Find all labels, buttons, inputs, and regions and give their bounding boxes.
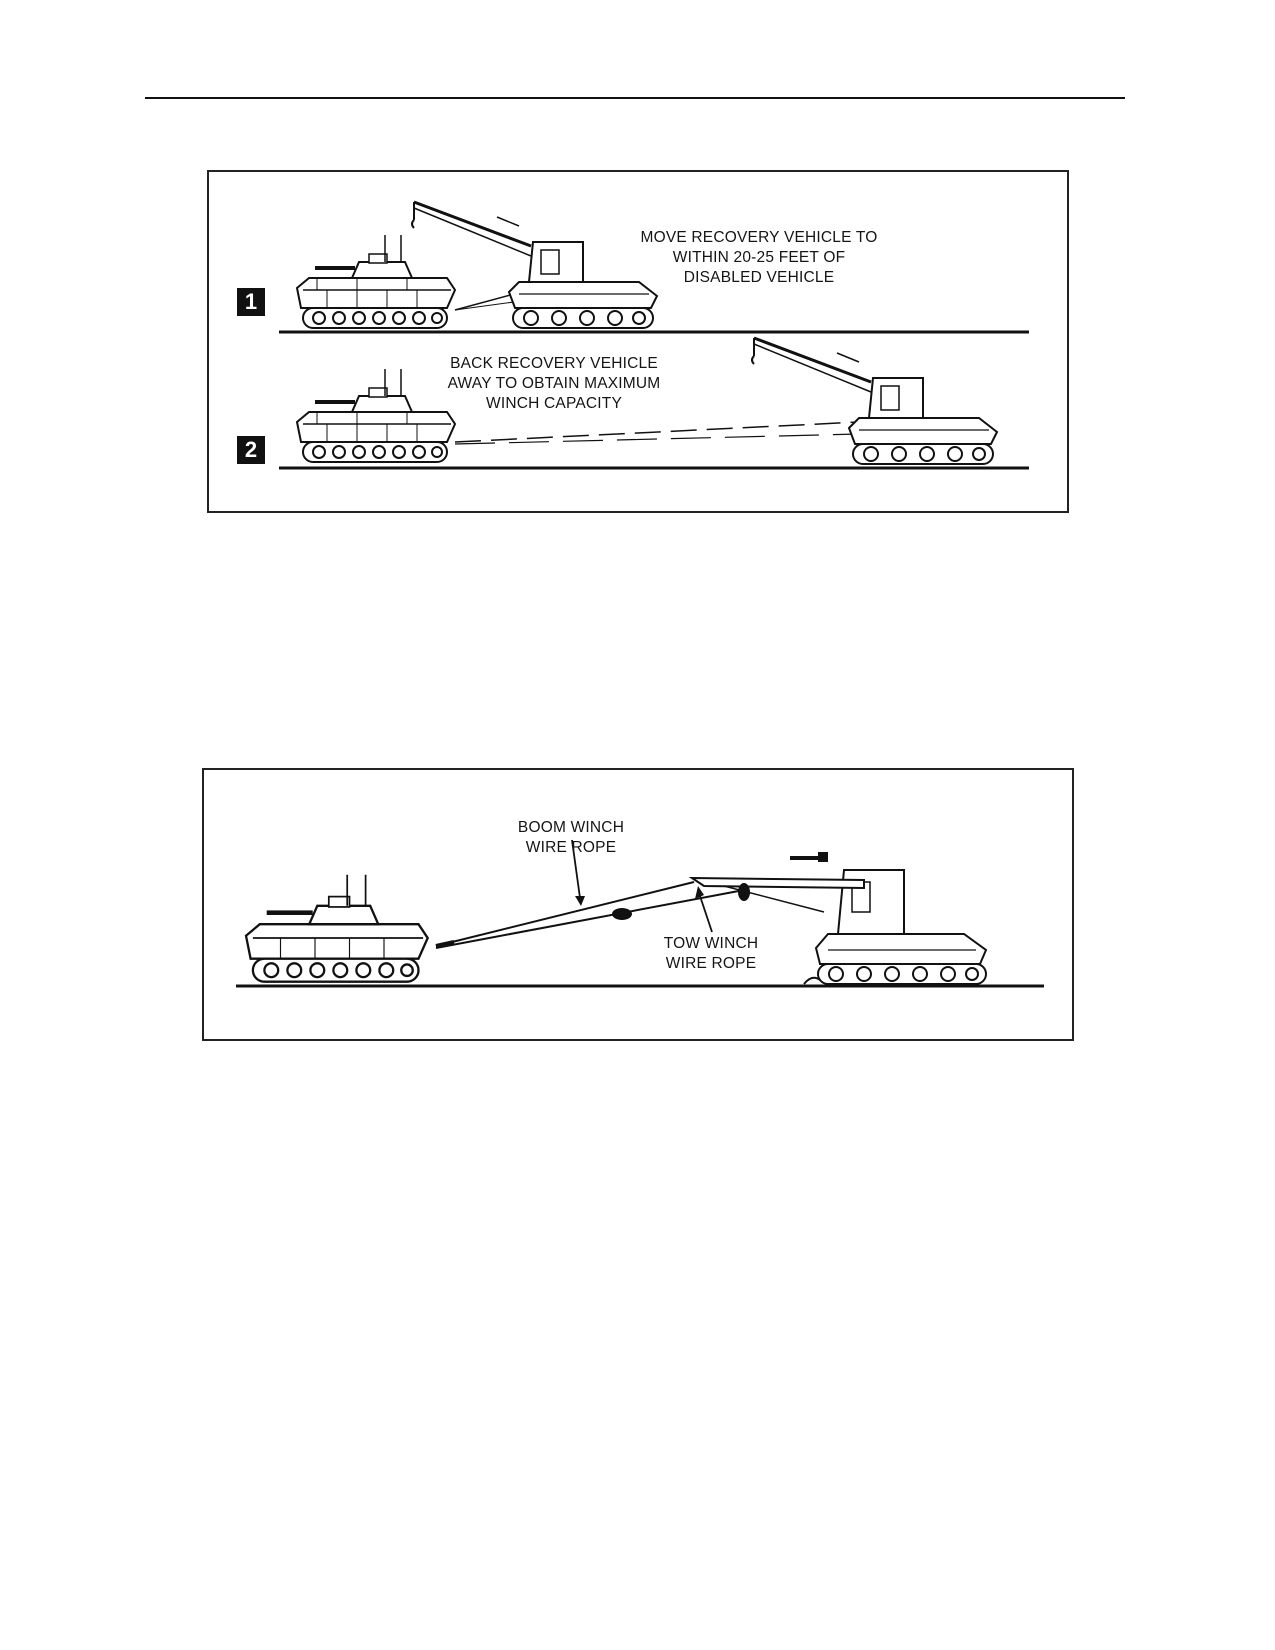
figure-winch-rigging-illustration [236, 839, 1044, 988]
boom-winch-label-line: WIRE ROPE [525, 839, 617, 856]
recovery-vehicle-step-1 [410, 200, 659, 330]
step-2-badge: 2 [237, 436, 265, 464]
figure-recovery-steps-illustration [279, 200, 1029, 470]
step-1-caption-line: WITHIN 20-25 FEET OF [672, 249, 846, 266]
tow-winch-label: TOW WINCH WIRE ROPE [636, 934, 786, 974]
boom-winch-label-line: BOOM WINCH [517, 819, 625, 836]
step-1-caption: MOVE RECOVERY VEHICLE TO WITHIN 20-25 FE… [629, 228, 889, 288]
header-rule [145, 97, 1125, 99]
recovery-vehicle-step-2 [750, 336, 999, 466]
tow-winch-callout-arrow [699, 895, 713, 933]
boom-winch-callout-arrow [571, 839, 581, 899]
step-2-caption-line: BACK RECOVERY VEHICLE [450, 355, 658, 372]
step-1-caption-line: MOVE RECOVERY VEHICLE TO [640, 229, 878, 246]
step-2-caption-line: WINCH CAPACITY [486, 395, 622, 412]
tow-winch-wire-rope [435, 889, 745, 949]
figure-recovery-steps: 1 MOVE RECOVERY VEHICLE TO WITHIN 20-25 … [207, 170, 1069, 513]
boom-winch-label: BOOM WINCH WIRE ROPE [496, 818, 646, 858]
tow-winch-label-line: WIRE ROPE [665, 955, 757, 972]
disabled-vehicle-step-1 [296, 234, 456, 329]
step-2-caption: BACK RECOVERY VEHICLE AWAY TO OBTAIN MAX… [434, 354, 674, 414]
step-1-caption-line: DISABLED VEHICLE [683, 269, 835, 286]
recovery-vehicle [688, 852, 988, 985]
step-1-badge: 1 [237, 288, 265, 316]
rope-block [612, 908, 632, 920]
boom-winch-wire-rope [435, 881, 695, 947]
disabled-vehicle-step-2 [296, 368, 456, 463]
tow-winch-label-line: TOW WINCH [663, 935, 759, 952]
figure-winch-rigging: BOOM WINCH WIRE ROPE TOW WINCH WIRE ROPE [202, 768, 1074, 1041]
disabled-vehicle [244, 874, 430, 983]
step-2-caption-line: AWAY TO OBTAIN MAXIMUM [447, 375, 661, 392]
